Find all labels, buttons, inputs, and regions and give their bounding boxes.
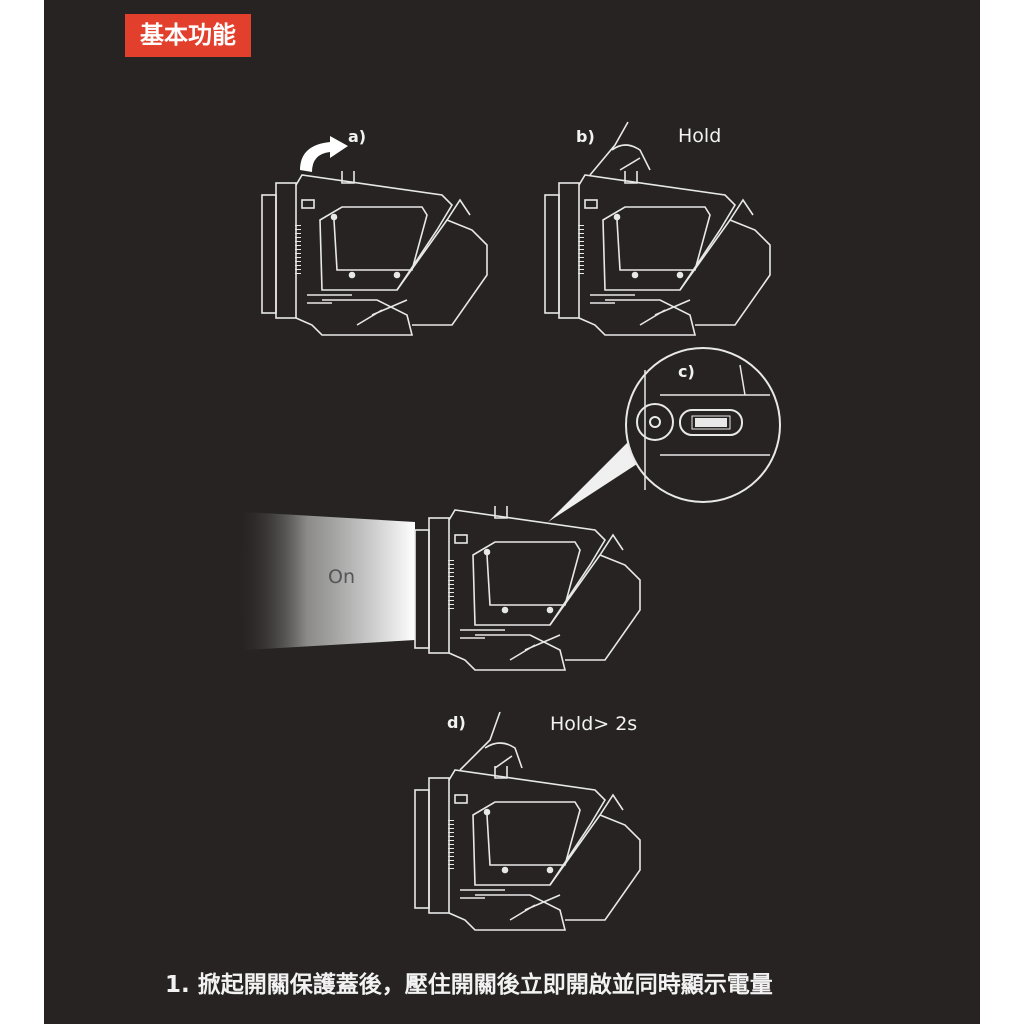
step-b-note: Hold (678, 125, 722, 147)
device-step-a (262, 171, 487, 335)
beam-label: On (328, 566, 355, 588)
finger-press-icon (589, 121, 651, 176)
light-beam (235, 512, 415, 650)
step-d-label: d) (447, 713, 466, 732)
step-a-label: a) (348, 127, 367, 146)
instruction-caption: 1. 掀起開關保護蓋後，壓住開關後立即開啟並同時顯示電量 (165, 972, 773, 998)
section-tag: 基本功能 (125, 14, 251, 57)
lift-arrow-icon (300, 136, 348, 172)
device-step-c (415, 506, 640, 670)
step-b-label: b) (576, 127, 595, 146)
battery-indicator-icon (691, 415, 731, 430)
zoom-callout (625, 347, 781, 503)
illustration-panel (44, 0, 980, 1024)
zoom-cone (548, 440, 640, 522)
device-step-d (415, 766, 640, 930)
finger-press-icon (459, 711, 523, 771)
step-d-note: Hold> 2s (550, 713, 638, 735)
device-step-b (545, 171, 770, 335)
step-c-label: c) (678, 362, 695, 381)
